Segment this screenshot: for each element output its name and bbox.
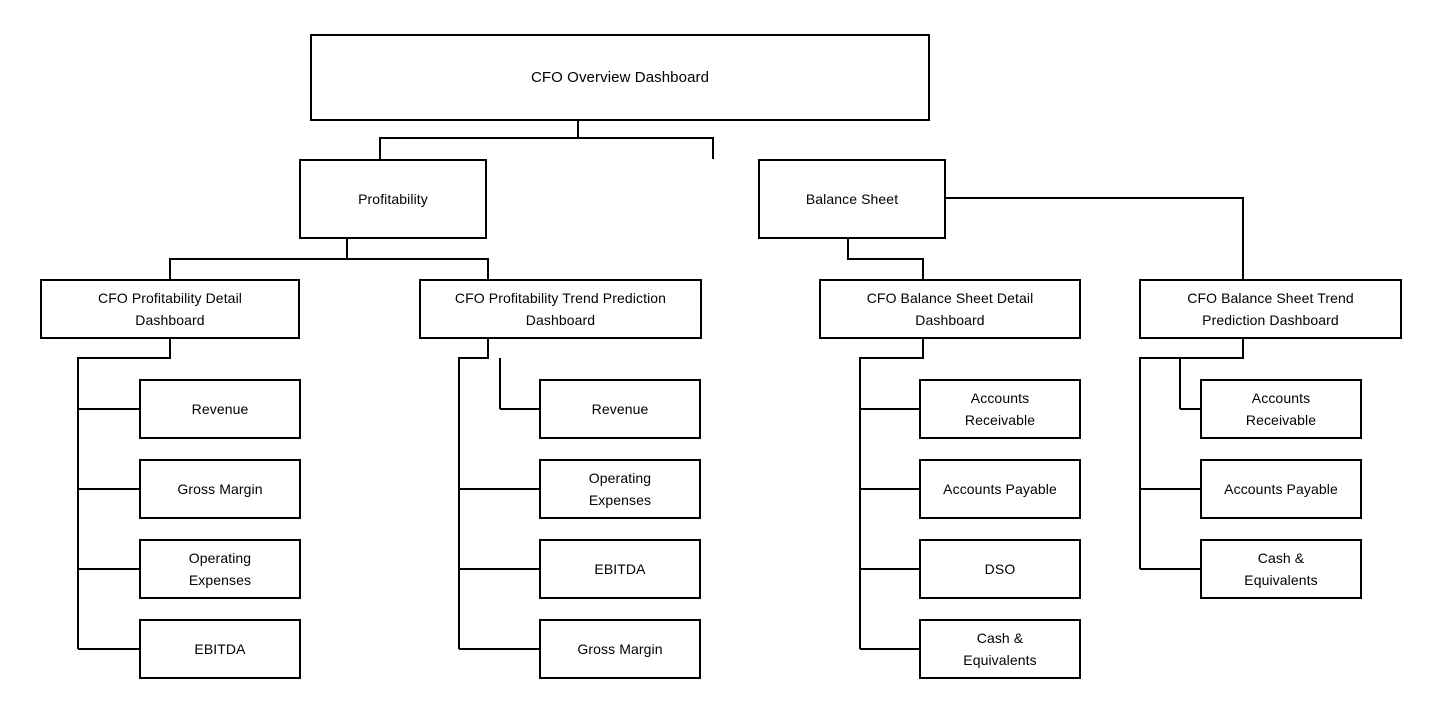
node-label-bd-ap: Accounts Payable: [943, 481, 1057, 497]
node-pd-opex[interactable]: Operating Expenses: [139, 539, 301, 599]
connector-root-to-profitability: [379, 121, 579, 159]
node-label-bt-cash: Cash & Equivalents: [1244, 550, 1318, 588]
node-label-pt-gross: Gross Margin: [577, 641, 663, 657]
node-label-profitability-detail: CFO Profitability Detail Dashboard: [98, 290, 242, 328]
node-label-profitability-trend: CFO Profitability Trend Prediction Dashb…: [454, 290, 667, 328]
node-label-pt-opex: Operating Expenses: [588, 470, 652, 508]
node-bd-ap[interactable]: Accounts Payable: [919, 459, 1081, 519]
node-root[interactable]: CFO Overview Dashboard: [310, 34, 930, 121]
node-pd-gross[interactable]: Gross Margin: [139, 459, 301, 519]
node-label-pt-revenue: Revenue: [591, 401, 649, 417]
node-pd-revenue[interactable]: Revenue: [139, 379, 301, 439]
node-bt-ar[interactable]: Accounts Receivable: [1200, 379, 1362, 439]
node-pt-opex[interactable]: Operating Expenses: [539, 459, 701, 519]
node-label-bd-ar: Accounts Receivable: [964, 390, 1036, 428]
node-pt-gross[interactable]: Gross Margin: [539, 619, 701, 679]
node-pt-ebitda[interactable]: EBITDA: [539, 539, 701, 599]
node-bt-ap[interactable]: Accounts Payable: [1200, 459, 1362, 519]
connector-prof-to-trend: [346, 239, 489, 279]
connector-prof-to-detail: [169, 239, 348, 279]
node-label-balance-trend: CFO Balance Sheet Trend Prediction Dashb…: [1187, 290, 1354, 328]
node-balance-sheet[interactable]: Balance Sheet: [758, 159, 946, 239]
node-label-bt-ap: Accounts Payable: [1224, 481, 1338, 497]
node-label-balance-detail: CFO Balance Sheet Detail Dashboard: [866, 290, 1034, 328]
node-profitability-detail[interactable]: CFO Profitability Detail Dashboard: [40, 279, 300, 339]
node-bd-ar[interactable]: Accounts Receivable: [919, 379, 1081, 439]
node-balance-trend[interactable]: CFO Balance Sheet Trend Prediction Dashb…: [1139, 279, 1402, 339]
node-label-pd-revenue: Revenue: [191, 401, 249, 417]
node-balance-detail[interactable]: CFO Balance Sheet Detail Dashboard: [819, 279, 1081, 339]
node-bt-cash[interactable]: Cash & Equivalents: [1200, 539, 1362, 599]
node-label-root: CFO Overview Dashboard: [530, 68, 710, 86]
node-label-bt-ar: Accounts Receivable: [1245, 390, 1317, 428]
connector-bs-to-detail: [847, 239, 924, 279]
connector-bd-trunk: [859, 339, 924, 649]
node-bd-cash[interactable]: Cash & Equivalents: [919, 619, 1081, 679]
node-label-bd-dso: DSO: [984, 561, 1016, 577]
connector-pt-trunk-outer: [458, 339, 489, 649]
node-profitability[interactable]: Profitability: [299, 159, 487, 239]
node-bd-dso[interactable]: DSO: [919, 539, 1081, 599]
connector-pd-trunk: [77, 339, 171, 649]
node-label-balance-sheet: Balance Sheet: [805, 191, 899, 207]
node-label-bd-cash: Cash & Equivalents: [963, 630, 1037, 668]
node-profitability-trend[interactable]: CFO Profitability Trend Prediction Dashb…: [419, 279, 702, 339]
node-label-pd-ebitda: EBITDA: [194, 641, 246, 657]
connector-bs-to-trend: [946, 197, 1244, 279]
connector-bt-trunk-outer: [1139, 339, 1244, 569]
node-label-profitability: Profitability: [358, 191, 428, 207]
node-label-pd-opex: Operating Expenses: [188, 550, 252, 588]
node-label-pd-gross: Gross Margin: [177, 481, 263, 497]
connector-root-to-balance-sheet: [577, 121, 714, 159]
node-pt-revenue[interactable]: Revenue: [539, 379, 701, 439]
node-label-pt-ebitda: EBITDA: [594, 561, 646, 577]
node-pd-ebitda[interactable]: EBITDA: [139, 619, 301, 679]
